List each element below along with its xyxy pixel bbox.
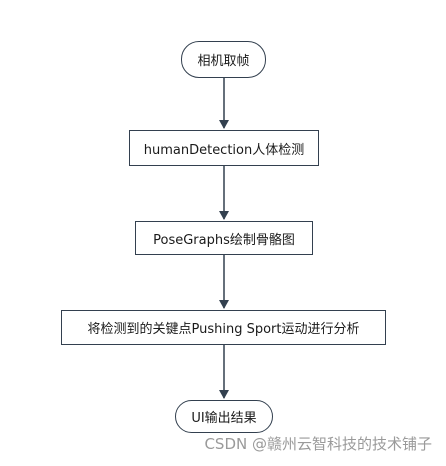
watermark-text: CSDN @赣州云智科技的技术铺子 — [204, 435, 432, 453]
pose-graph-node-label: PoseGraphs绘制骨骼图 — [153, 232, 295, 248]
start-node-label: 相机取帧 — [197, 54, 250, 69]
end-node: UI输出结果 — [175, 400, 273, 433]
analysis-node-label: 将检测到的关键点Pushing Sport运动进行分析 — [87, 322, 360, 337]
detection-node: humanDetection人体检测 — [129, 130, 319, 166]
start-node: 相机取帧 — [181, 41, 266, 78]
pose-graph-node: PoseGraphs绘制骨骼图 — [135, 221, 313, 255]
analysis-node: 将检测到的关键点Pushing Sport运动进行分析 — [61, 310, 386, 345]
detection-node-label: humanDetection人体检测 — [143, 142, 305, 158]
end-node-label: UI输出结果 — [191, 411, 257, 426]
